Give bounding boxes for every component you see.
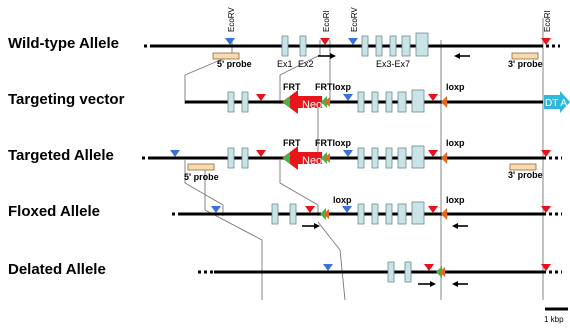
ecori-site-icon xyxy=(256,94,266,101)
ecori-site-icon xyxy=(428,94,438,101)
primer-reverse-icon xyxy=(452,223,458,229)
ecorv-label: EcoRV xyxy=(227,7,236,32)
five-probe xyxy=(187,163,215,171)
neo-label: Neo xyxy=(302,155,322,167)
frt-label: FRT xyxy=(283,138,301,148)
ecorv-site-icon xyxy=(323,264,333,271)
ecorv-site-icon xyxy=(211,206,221,213)
ecori-label: EcoRI xyxy=(322,10,331,32)
primer-forward-icon xyxy=(430,281,436,287)
three-probe-label: 3' probe xyxy=(508,59,543,69)
loxp-site-icon xyxy=(439,267,445,277)
loxp-site-icon xyxy=(323,209,329,219)
loxp-site-icon xyxy=(441,208,447,220)
row-deleted xyxy=(198,261,562,287)
exon2 xyxy=(299,35,307,57)
loxp-site-icon xyxy=(324,97,330,107)
five-probe-label: 5' probe xyxy=(217,59,252,69)
scale-bar: 1 kbp xyxy=(544,307,568,324)
ecori-label: EcoRI xyxy=(543,10,552,32)
loxp-label: loxp xyxy=(446,195,465,205)
row-wild-type: 5' probe 3' probe Ex1 Ex2 Ex3-Ex7 xyxy=(144,32,560,69)
ecorv-label: EcoRV xyxy=(350,7,359,32)
ecorv-site-icon xyxy=(170,150,180,157)
three-probe xyxy=(509,163,537,171)
primer-forward-icon xyxy=(330,53,336,59)
ecorv-site-icon xyxy=(348,38,358,45)
three-probe-label: 3' probe xyxy=(508,170,543,180)
dta-label: DT A xyxy=(545,98,567,109)
frt-site-icon xyxy=(283,152,290,164)
ecori-site-icon xyxy=(541,38,551,45)
three-probe xyxy=(511,52,539,60)
row-targeting-vector: Neo DT A FRT FRTloxp loxp xyxy=(185,82,570,114)
primer-reverse-icon xyxy=(452,281,458,287)
ecori-site-icon xyxy=(541,150,551,157)
ex2-label: Ex2 xyxy=(298,59,314,69)
ecori-site-icon xyxy=(428,206,438,213)
loxp-site-icon xyxy=(441,152,447,164)
ecorv-site-icon xyxy=(342,206,352,213)
ecorv-site-icon xyxy=(343,150,353,157)
frt-site-icon xyxy=(283,96,290,108)
ecori-site-icon xyxy=(424,264,434,271)
neo-cassette-icon xyxy=(282,146,322,170)
ecori-site-icon xyxy=(541,206,551,213)
neo-label: Neo xyxy=(302,99,322,111)
frtloxp-label: FRTloxp xyxy=(315,82,351,92)
ecori-site-icon xyxy=(320,38,330,45)
exon1 xyxy=(281,35,289,57)
row-label-wild-type: Wild-type Allele xyxy=(8,35,119,52)
row-label-targeting-vector: Targeting vector xyxy=(8,91,125,108)
row-label-floxed: Floxed Allele xyxy=(8,203,100,220)
five-probe-label: 5' probe xyxy=(184,172,219,182)
ecori-site-icon xyxy=(256,150,266,157)
ex3-7-label: Ex3-Ex7 xyxy=(376,59,410,69)
primer-reverse-icon xyxy=(454,53,460,59)
ex1-label: Ex1 xyxy=(277,59,293,69)
ecorv-site-icon xyxy=(225,38,235,45)
row-label-deleted: Delated Allele xyxy=(8,261,106,278)
row-floxed: loxp loxp xyxy=(172,195,562,229)
ecori-site-icon xyxy=(305,206,315,213)
scale-bar-label: 1 kbp xyxy=(544,315,564,324)
row-label-targeted: Targeted Allele xyxy=(8,147,114,164)
row-targeted: Neo FRT FRTloxp loxp 5' probe 3' probe xyxy=(142,138,562,182)
primer-forward-icon xyxy=(314,223,320,229)
ecori-site-icon xyxy=(541,264,551,271)
loxp-site-icon xyxy=(441,96,447,108)
ecori-site-icon xyxy=(428,150,438,157)
ecorv-site-icon xyxy=(343,94,353,101)
loxp-label: loxp xyxy=(333,195,352,205)
five-probe xyxy=(212,52,240,60)
loxp-site-icon xyxy=(324,153,330,163)
frtloxp-label: FRTloxp xyxy=(315,138,351,148)
loxp-label: loxp xyxy=(446,82,465,92)
loxp-label: loxp xyxy=(446,138,465,148)
dta-cassette-icon xyxy=(544,91,570,113)
frt-label: FRT xyxy=(283,82,301,92)
neo-cassette-icon xyxy=(282,90,322,114)
